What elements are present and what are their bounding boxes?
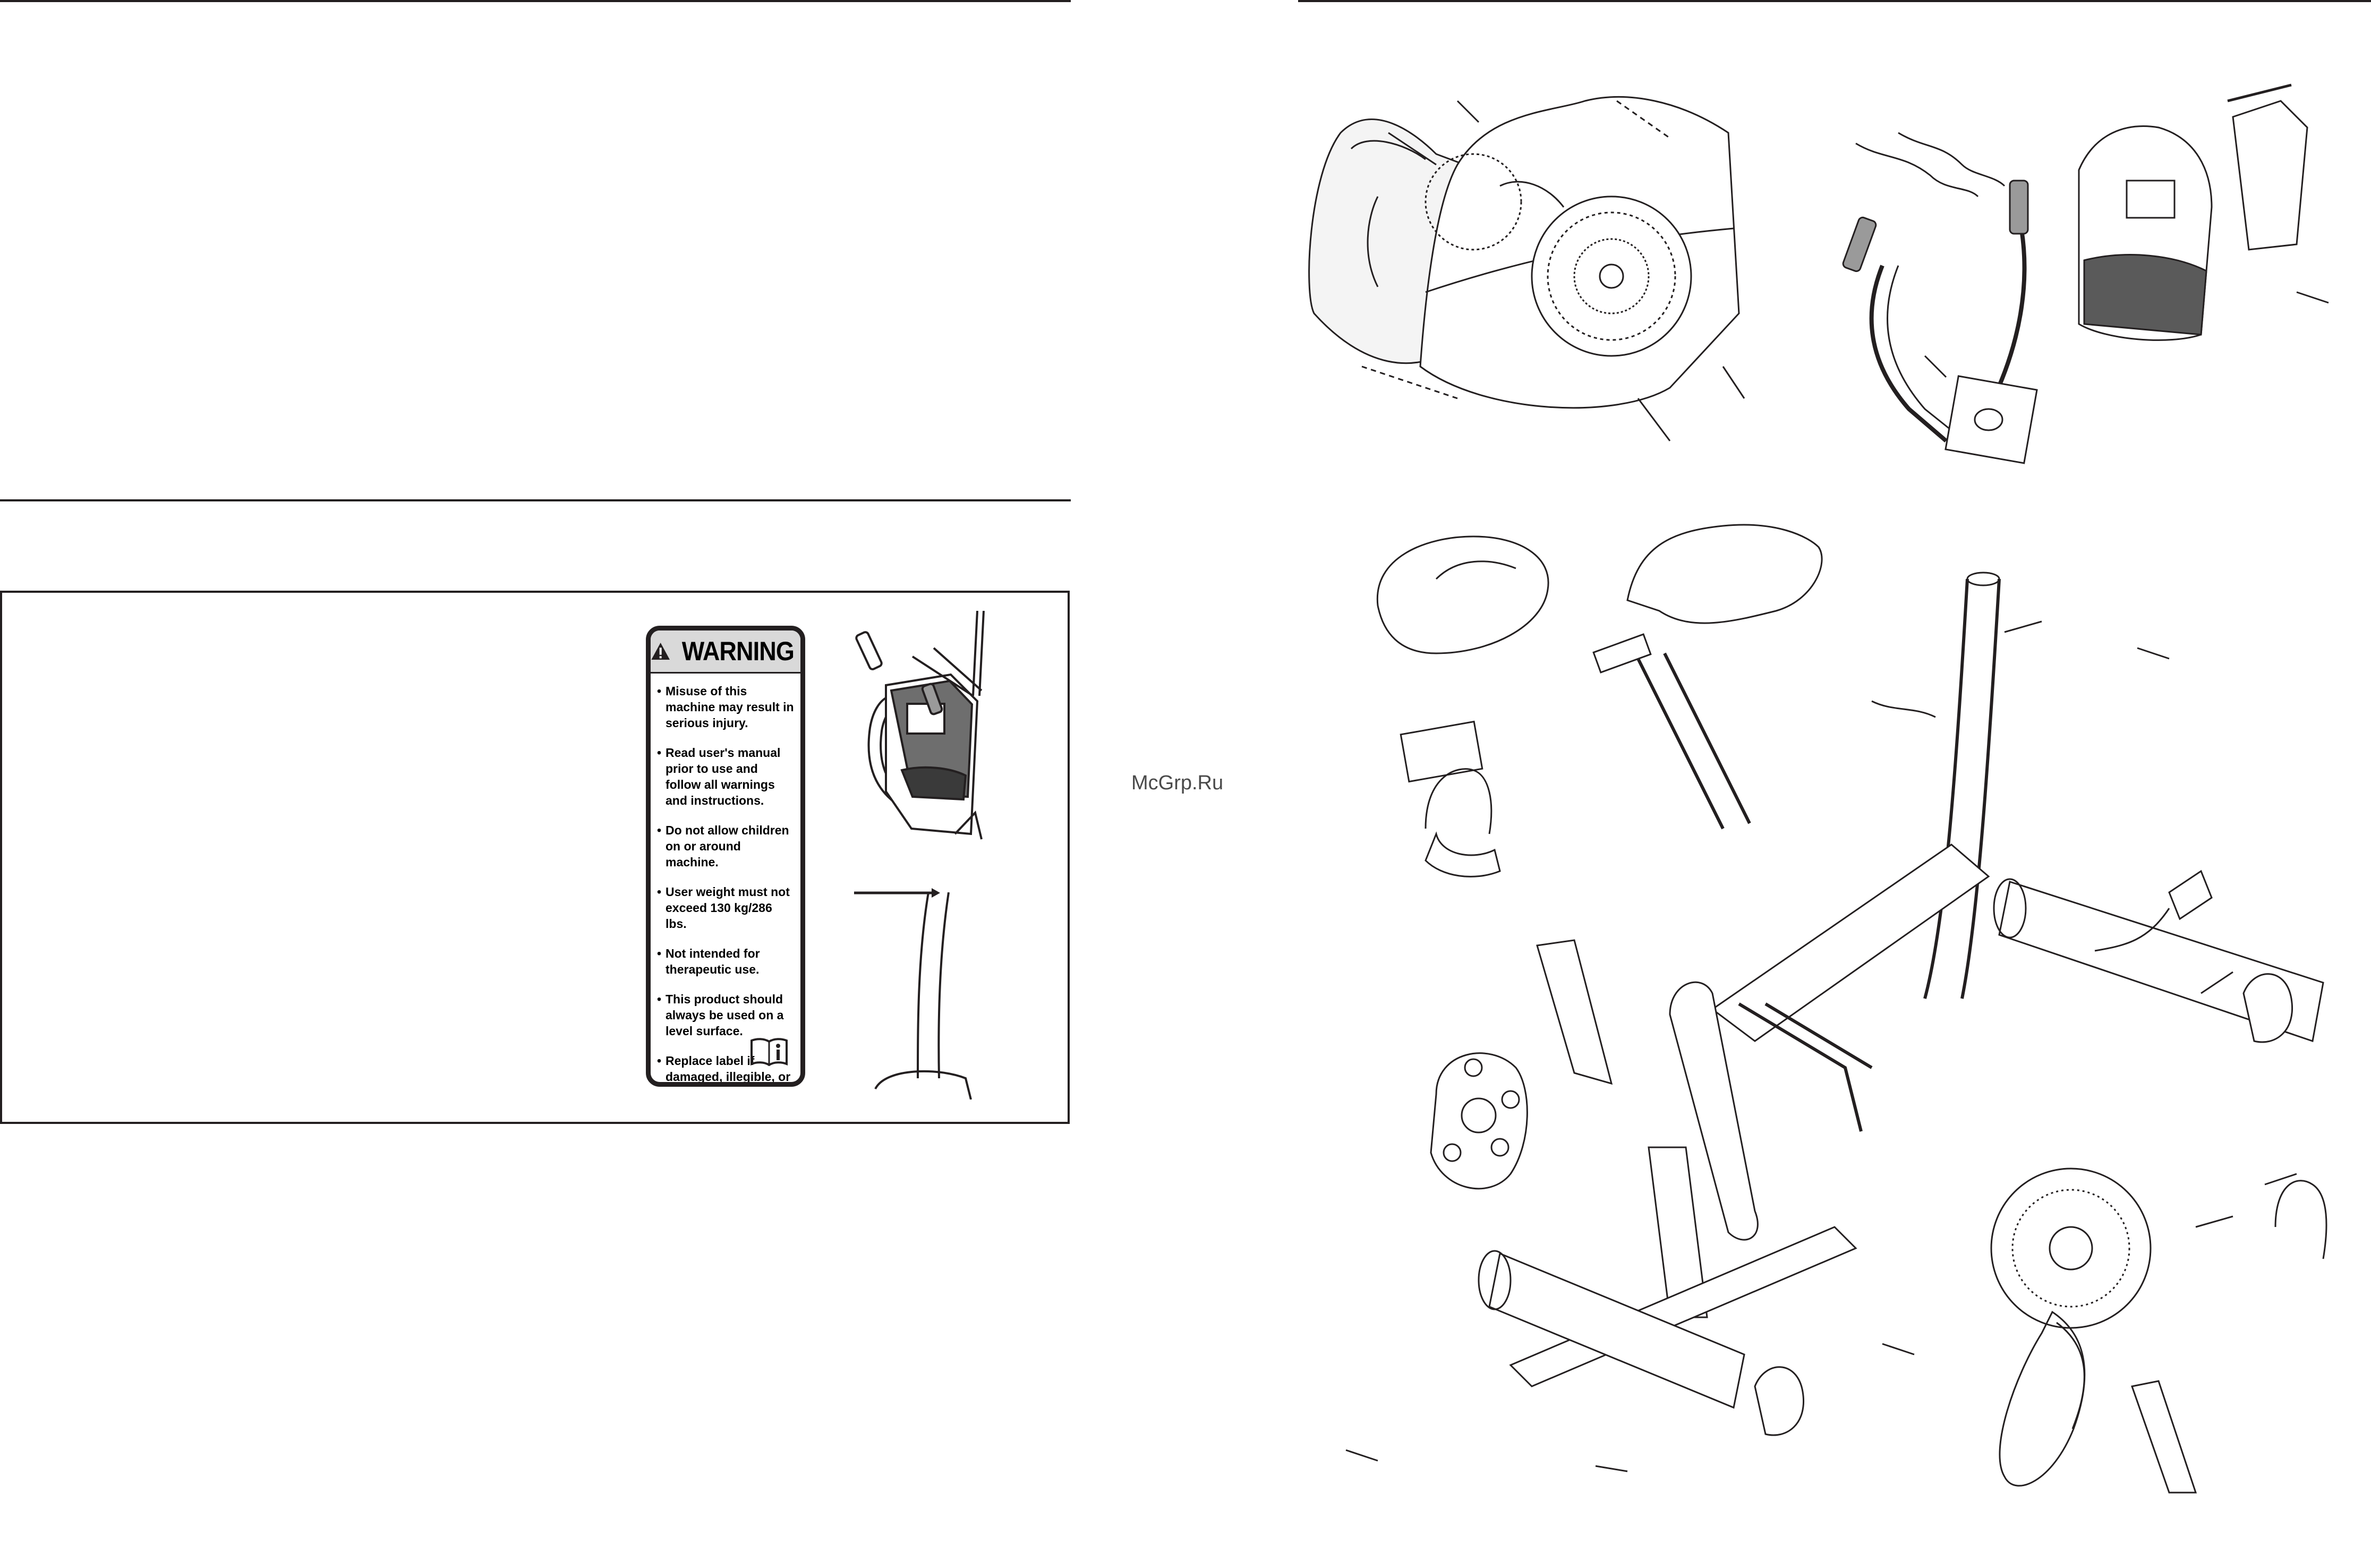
warning-label-placement-box xyxy=(0,591,1070,1124)
warning-label: WARNING Misuse of this machine may resul… xyxy=(646,626,805,1087)
warning-list: Misuse of this machine may result in ser… xyxy=(651,674,800,1082)
warning-header: WARNING xyxy=(651,630,800,674)
top-rule-left xyxy=(0,0,1071,2)
exploded-parts-diagram xyxy=(1308,83,2329,1494)
warning-item: Replace label if damaged, illegible, or … xyxy=(657,1053,794,1082)
warning-item: Do not allow children on or around machi… xyxy=(657,822,794,870)
warning-title: WARNING xyxy=(682,636,795,666)
warning-triangle-icon xyxy=(651,642,670,660)
warning-item: Read user's manual prior to use and foll… xyxy=(657,745,794,808)
warning-item: Not intended for therapeutic use. xyxy=(657,945,794,977)
warning-item: Misuse of this machine may result in ser… xyxy=(657,683,794,731)
watermark-text: McGrp.Ru xyxy=(1131,772,1224,794)
warning-item: This product should always be used on a … xyxy=(657,991,794,1039)
top-rule-right xyxy=(1298,0,2371,2)
section-rule-left xyxy=(0,499,1071,501)
warning-item: User weight must not exceed 130 kg/286 l… xyxy=(657,884,794,932)
bike-console-illustration xyxy=(854,611,985,1100)
manual-info-icon xyxy=(750,1038,788,1066)
